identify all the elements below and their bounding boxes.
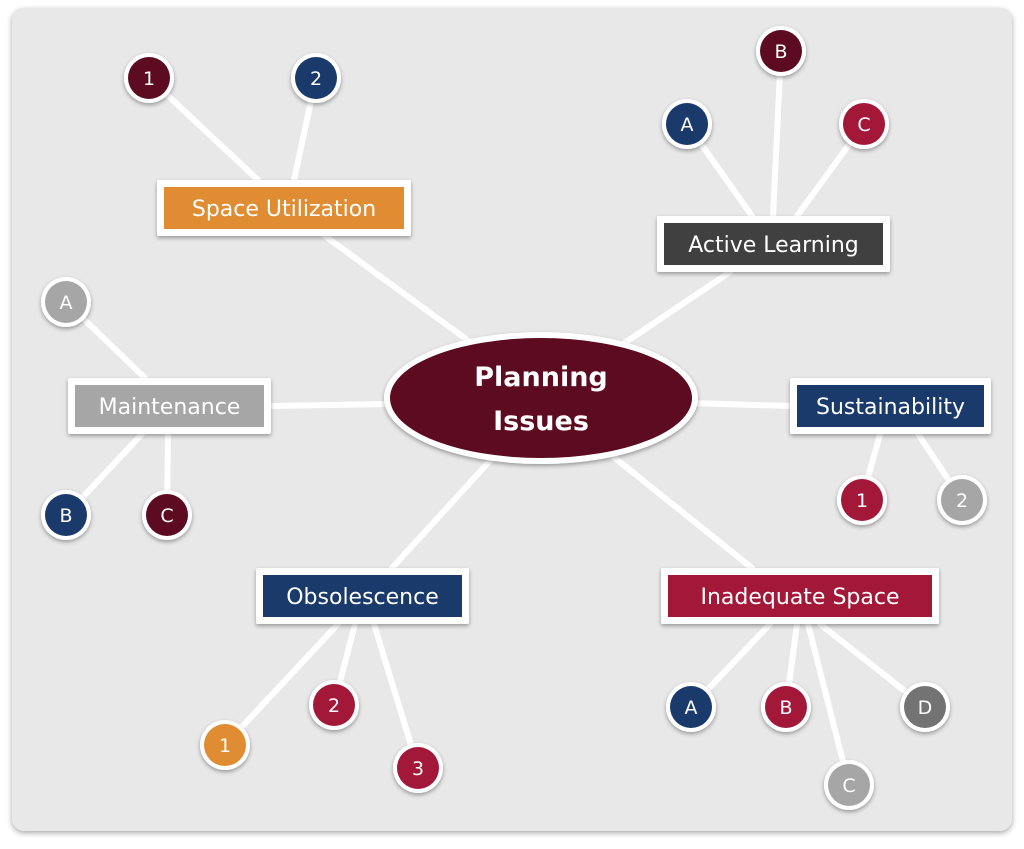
node-fill bbox=[843, 103, 885, 145]
node-fill bbox=[760, 30, 802, 72]
inadequate-space-node-d: D bbox=[900, 682, 950, 732]
node-fill bbox=[295, 57, 337, 99]
obsolescence-topic: Obsolescence bbox=[256, 568, 469, 624]
obsolescence-leaf-line-3 bbox=[371, 621, 421, 771]
obsolescence-trunk-line bbox=[389, 449, 501, 571]
active-learning-node-b: B bbox=[756, 26, 806, 76]
center-topic-line2: Issues bbox=[493, 406, 589, 437]
obsolescence-node-1: 1 bbox=[200, 720, 250, 770]
topic-label: Active Learning bbox=[688, 233, 859, 258]
space-utilization-node-2: 2 bbox=[291, 53, 341, 103]
node-fill bbox=[45, 281, 87, 323]
maintenance-node-b: B bbox=[41, 490, 91, 540]
node-label: A bbox=[685, 697, 698, 719]
node-label: D bbox=[918, 697, 933, 719]
space-utilization-trunk-line bbox=[322, 233, 473, 345]
node-label: 1 bbox=[143, 68, 155, 90]
active-learning-leaf-line-b bbox=[770, 48, 784, 219]
maintenance-node-a: A bbox=[41, 277, 91, 327]
center-topic-fill bbox=[390, 338, 692, 458]
topic-label: Obsolescence bbox=[286, 585, 439, 610]
node-fill bbox=[765, 686, 807, 728]
topic-label: Space Utilization bbox=[192, 197, 376, 222]
node-fill bbox=[841, 479, 883, 521]
active-learning-node-c: C bbox=[839, 99, 889, 149]
node-fill bbox=[146, 494, 188, 536]
node-label: 1 bbox=[856, 490, 868, 512]
node-label: 2 bbox=[328, 695, 340, 717]
node-label: 3 bbox=[412, 758, 424, 780]
node-fill bbox=[666, 103, 708, 145]
sustainability-node-1: 1 bbox=[837, 475, 887, 525]
space-utilization-node-1: 1 bbox=[124, 53, 174, 103]
sustainability-node-2: 2 bbox=[937, 475, 987, 525]
node-fill bbox=[828, 764, 870, 806]
node-fill bbox=[904, 686, 946, 728]
node-label: B bbox=[774, 41, 787, 63]
node-label: A bbox=[60, 292, 73, 314]
inadequate-space-leaf-line-c bbox=[805, 621, 852, 788]
topic-label: Maintenance bbox=[99, 395, 241, 420]
obsolescence-node-3: 3 bbox=[393, 743, 443, 793]
node-fill bbox=[397, 747, 439, 789]
active-learning-node-a: A bbox=[662, 99, 712, 149]
node-fill bbox=[128, 57, 170, 99]
node-label: B bbox=[59, 505, 72, 527]
sustainability-trunk-line bbox=[687, 400, 793, 409]
node-fill bbox=[670, 686, 712, 728]
space-utilization-topic: Space Utilization bbox=[157, 180, 411, 236]
topic-fill bbox=[668, 575, 932, 617]
topic-fill bbox=[664, 223, 883, 265]
node-label: 1 bbox=[219, 735, 231, 757]
center-topic-line1: Planning bbox=[474, 362, 608, 393]
inadequate-space-node-a: A bbox=[666, 682, 716, 732]
node-label: 2 bbox=[956, 490, 968, 512]
maintenance-node-c: C bbox=[142, 490, 192, 540]
maintenance-trunk-line bbox=[268, 401, 395, 409]
inadequate-space-node-c: C bbox=[824, 760, 874, 810]
node-label: C bbox=[160, 505, 173, 527]
inadequate-space-node-b: B bbox=[761, 682, 811, 732]
obsolescence-node-2: 2 bbox=[309, 680, 359, 730]
node-fill bbox=[313, 684, 355, 726]
active-learning-trunk-line bbox=[617, 269, 733, 349]
obsolescence-leaf-line-1 bbox=[222, 621, 341, 748]
topic-fill bbox=[164, 187, 404, 229]
node-fill bbox=[204, 724, 246, 766]
node-fill bbox=[941, 479, 983, 521]
inadequate-space-topic: Inadequate Space bbox=[661, 568, 939, 624]
node-label: C bbox=[842, 775, 855, 797]
topic-fill bbox=[797, 385, 984, 427]
topic-label: Inadequate Space bbox=[701, 585, 900, 610]
node-label: A bbox=[681, 114, 694, 136]
sustainability-topic: Sustainability bbox=[790, 378, 991, 434]
topic-fill bbox=[75, 385, 264, 427]
inadequate-space-trunk-line bbox=[607, 451, 755, 571]
maintenance-topic: Maintenance bbox=[68, 378, 271, 434]
node-label: B bbox=[779, 697, 792, 719]
node-label: 2 bbox=[310, 68, 322, 90]
topic-fill bbox=[263, 575, 462, 617]
active-learning-topic: Active Learning bbox=[657, 216, 890, 272]
node-label: C bbox=[857, 114, 870, 136]
topic-label: Sustainability bbox=[816, 395, 965, 420]
node-fill bbox=[45, 494, 87, 536]
